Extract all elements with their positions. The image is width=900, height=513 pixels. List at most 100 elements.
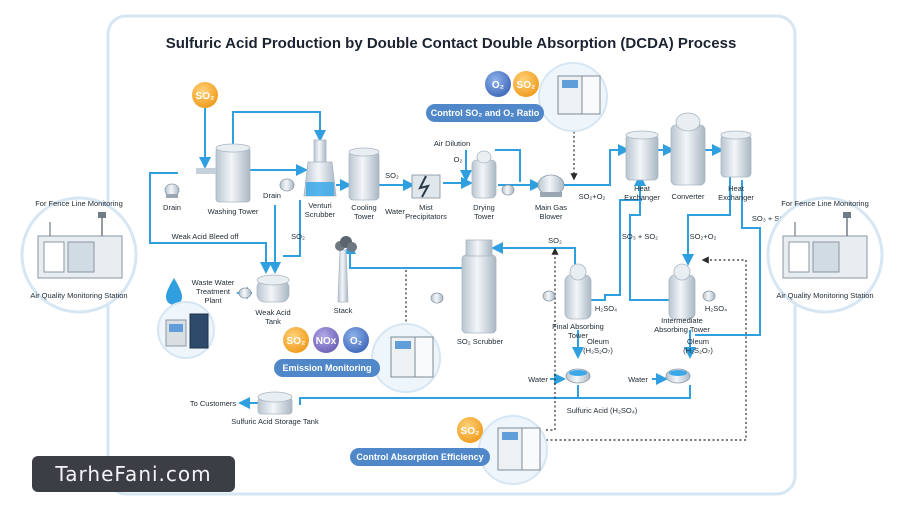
- label-oleum-1-formula: (H₂S₂O₇): [583, 346, 613, 355]
- label-weak-acid-bleed: Weak Acid Bleed off: [172, 232, 240, 241]
- watermark-text: TarheFani.com: [55, 462, 212, 486]
- so2-feed-bubble: SO₂: [192, 82, 218, 108]
- label-heat-ex-right-2: Exchanger: [718, 193, 754, 202]
- label-water-cooling: Water: [385, 207, 405, 216]
- label-to-customers: To Customers: [190, 399, 237, 408]
- label-so3-so2-mid: SO₃ + SO₂: [622, 232, 658, 241]
- converter: [670, 112, 706, 186]
- label-so2-top-scrubber: SO₂: [548, 236, 562, 245]
- label-drain-left: Drain: [163, 203, 181, 212]
- svg-text:NOx: NOx: [316, 336, 337, 347]
- svg-text:SO₂: SO₂: [196, 91, 215, 102]
- svg-text:SO₂: SO₂: [287, 336, 306, 347]
- emission-o2-bubble: O₂: [343, 327, 369, 353]
- label-stack: Stack: [334, 306, 353, 315]
- svg-text:SO₂: SO₂: [517, 80, 536, 91]
- label-water-2: Water: [628, 375, 648, 384]
- label-fence-left: For Fence Line Monitoring: [35, 199, 123, 208]
- label-oleum-1: Oleum: [587, 337, 609, 346]
- label-weak-acid-2: Tank: [265, 317, 281, 326]
- label-so2-scrubber: SO₂ Scrubber: [457, 337, 504, 346]
- label-inter-abs-1: Intermediate: [661, 316, 703, 325]
- label-converter: Converter: [672, 192, 705, 201]
- washing-tower: [196, 143, 251, 203]
- aqms-left: [20, 196, 138, 314]
- control-absorption-so2-bubble: SO₂: [457, 417, 483, 443]
- svg-text:Control Absorption Efficiency: Control Absorption Efficiency: [356, 452, 483, 462]
- label-waste-water-3: Plant: [204, 296, 222, 305]
- label-h2so4-final: H₂SO₄: [595, 304, 617, 313]
- emission-callout: [371, 323, 441, 393]
- label-drying: Drying: [473, 203, 495, 212]
- label-so2-venturi: SO₂: [291, 232, 305, 241]
- label-mist: Mist: [419, 203, 434, 212]
- label-o2-small: O₂: [454, 155, 463, 164]
- flow-lines: [149, 108, 761, 409]
- so2-scrubber: [430, 239, 497, 334]
- analyzer-equipment-icon: [157, 301, 215, 359]
- label-aqms-left: Air Quality Monitoring Station: [30, 291, 127, 300]
- drying-tower: [471, 150, 515, 199]
- control-ratio-so2-bubble: SO₂: [513, 71, 539, 97]
- label-blower: Blower: [540, 212, 563, 221]
- label-precipitators: Precipitators: [405, 212, 447, 221]
- label-scrubber: Scrubber: [305, 210, 336, 219]
- aqms-right: [766, 196, 884, 314]
- label-aqms-right: Air Quality Monitoring Station: [776, 291, 873, 300]
- drain-pump-mid: [279, 178, 295, 192]
- watermark-badge: TarheFani.com: [32, 456, 235, 492]
- label-final-abs-2: Tower: [568, 331, 589, 340]
- emission-monitoring-pill: Emission Monitoring: [274, 359, 380, 377]
- control-absorption-callout: [478, 415, 548, 485]
- label-inter-abs-2: Absorbing Tower: [654, 325, 710, 334]
- label-water-1: Water: [528, 375, 548, 384]
- emission-nox-bubble: NOx: [313, 327, 339, 353]
- label-heat-ex-right-1: Heat: [728, 184, 745, 193]
- label-cooling-tower: Tower: [354, 212, 375, 221]
- label-waste-water-2: Treatment: [196, 287, 231, 296]
- label-so3-so2-right: SO₃ + SO₂: [752, 214, 788, 223]
- svg-text:Emission Monitoring: Emission Monitoring: [283, 363, 372, 373]
- stack: [335, 236, 357, 303]
- main-gas-blower: [537, 174, 565, 197]
- label-waste-water-1: Waste Water: [192, 278, 235, 287]
- weak-acid-tank: [238, 274, 290, 303]
- control-absorption-pill: Control Absorption Efficiency: [350, 448, 490, 466]
- label-final-abs-1: Final Absorbing: [552, 322, 604, 331]
- oleum-mixer-right: [665, 368, 691, 384]
- label-drain-mid: Drain: [263, 191, 281, 200]
- cooling-tower: [348, 147, 380, 201]
- label-heat-ex-left-2: Exchanger: [624, 193, 660, 202]
- mist-precipitator: [411, 174, 441, 199]
- label-so2-o2-top: SO₂+O₂: [579, 192, 606, 201]
- label-cooling: Cooling: [351, 203, 376, 212]
- label-drying-tower: Tower: [474, 212, 495, 221]
- diagram-title: Sulfuric Acid Production by Double Conta…: [166, 35, 737, 52]
- final-absorbing-tower: [542, 263, 592, 320]
- label-oleum-2: Oleum: [687, 337, 709, 346]
- label-sulfuric-acid: Sulfuric Acid (H₂SO₄): [567, 406, 638, 415]
- control-ratio-o2-bubble: O₂: [485, 71, 511, 97]
- emission-so2-bubble: SO₂: [283, 327, 309, 353]
- svg-text:O₂: O₂: [350, 336, 362, 347]
- oleum-mixer-left: [565, 368, 591, 384]
- drain-pump-left: [164, 183, 180, 198]
- svg-text:Control SO₂ and O₂ Ratio: Control SO₂ and O₂ Ratio: [431, 108, 540, 118]
- label-heat-ex-left-1: Heat: [634, 184, 651, 193]
- heat-exchanger-left: [625, 130, 659, 181]
- label-oleum-2-formula: (H₂S₂O₇): [683, 346, 713, 355]
- label-washing-tower: Washing Tower: [208, 207, 259, 216]
- waste-water-drop-icon: [166, 278, 182, 305]
- svg-text:SO₂: SO₂: [461, 426, 480, 437]
- control-ratio-callout: [538, 62, 608, 132]
- intermediate-absorbing-tower: [668, 263, 716, 320]
- sulfuric-acid-storage-tank: [257, 391, 293, 415]
- label-so2-o2-mid: SO₂+O₂: [690, 232, 717, 241]
- heat-exchanger-right: [720, 130, 752, 178]
- label-weak-acid-1: Weak Acid: [255, 308, 290, 317]
- label-so2-mist: SO₂: [385, 171, 399, 180]
- label-fence-right: For Fence Line Monitoring: [781, 199, 869, 208]
- label-air-dilution: Air Dilution: [434, 139, 470, 148]
